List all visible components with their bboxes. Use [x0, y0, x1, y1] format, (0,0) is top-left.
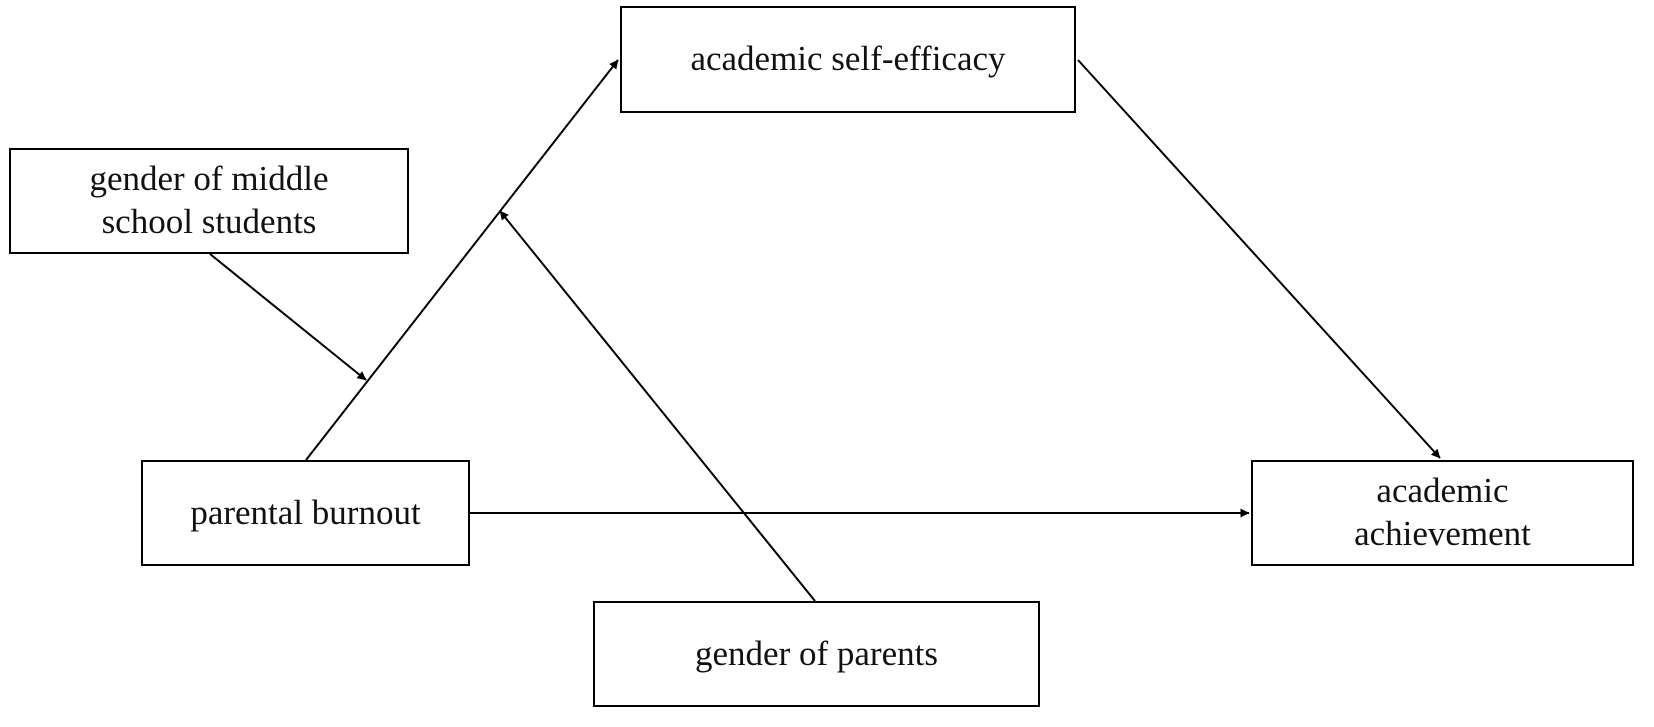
arrow-gender-parents-moderation — [499, 210, 816, 602]
arrow-gender-students-moderation — [209, 253, 367, 381]
node-gender-of-middle-school-students: gender of middle school students — [9, 148, 409, 254]
node-label: gender of middle school students — [89, 159, 329, 241]
node-parental-burnout: parental burnout — [141, 460, 470, 566]
arrow-burnout-to-self-efficacy — [305, 59, 619, 461]
node-label: gender of parents — [695, 633, 938, 673]
node-label: academic achievement — [1354, 471, 1531, 553]
node-label: parental burnout — [190, 492, 421, 532]
node-academic-self-efficacy: academic self-efficacy — [620, 6, 1076, 113]
node-academic-achievement: academic achievement — [1251, 460, 1634, 566]
node-gender-of-parents: gender of parents — [593, 601, 1040, 707]
arrow-self-efficacy-to-achievement — [1077, 59, 1441, 459]
node-label: academic self-efficacy — [690, 39, 1006, 79]
